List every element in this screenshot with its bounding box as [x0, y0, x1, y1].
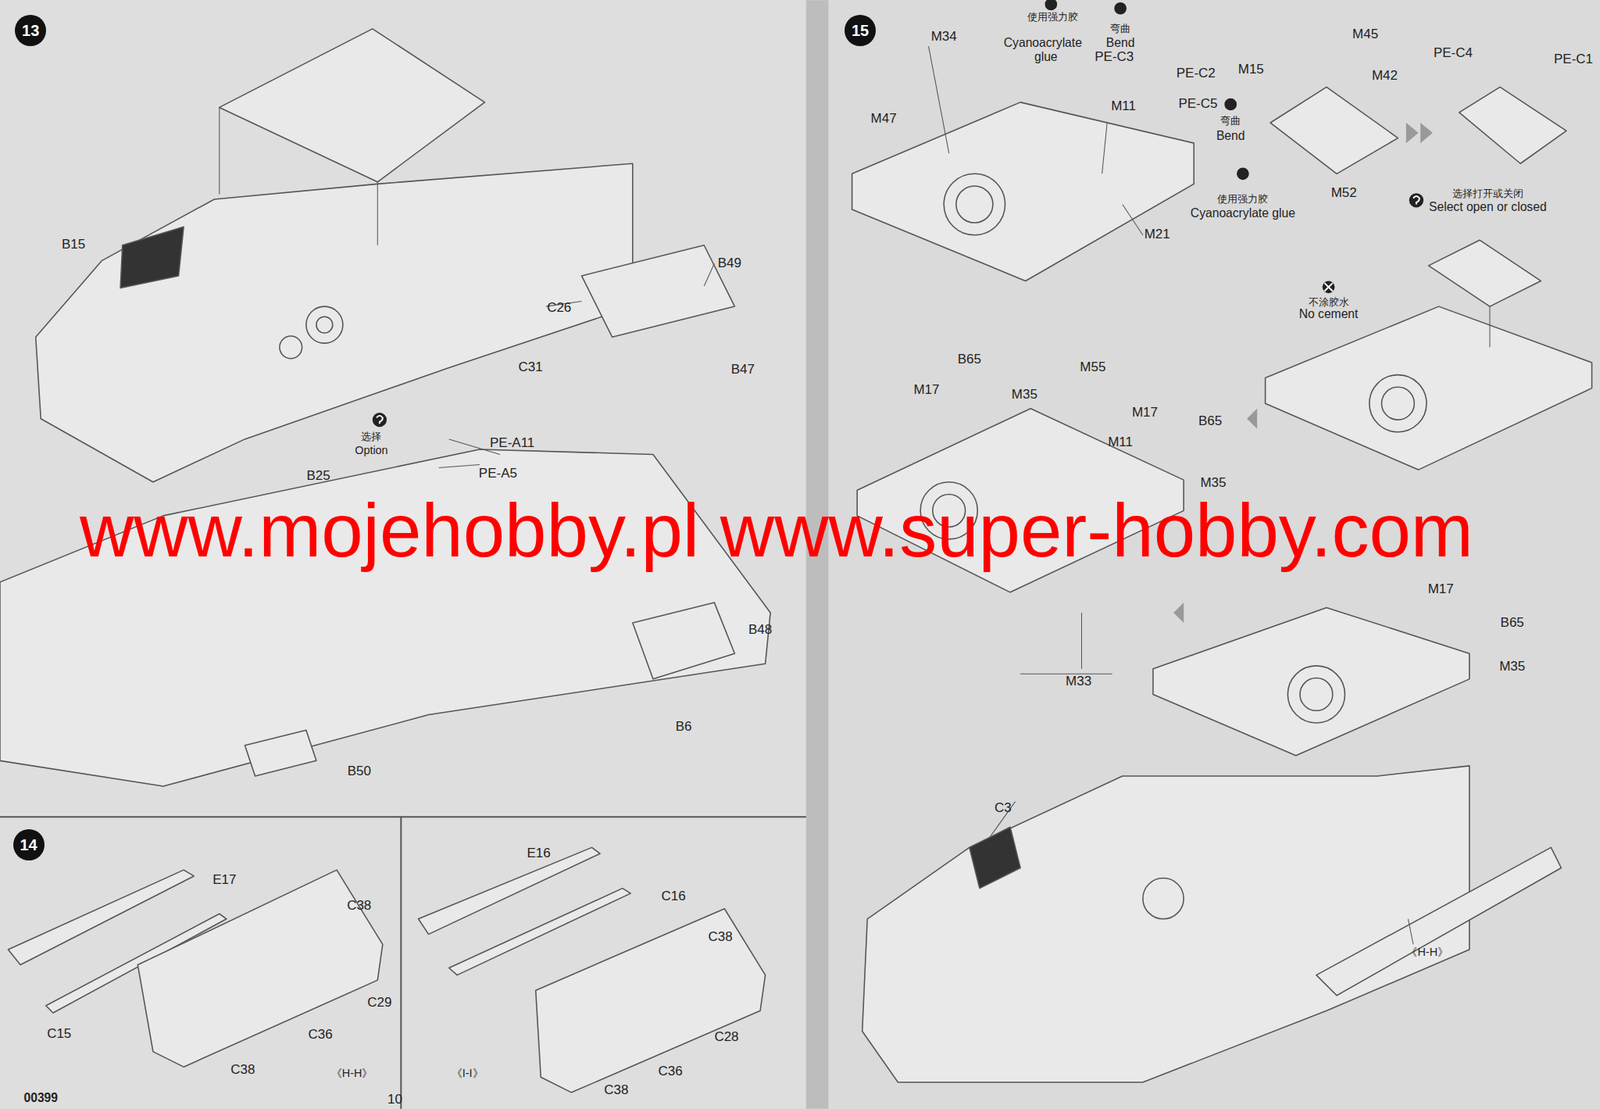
part-label: C16: [660, 888, 686, 904]
part-label: PE-C1: [1553, 51, 1593, 67]
part-label: M35: [1499, 659, 1525, 675]
step-number: 13: [14, 14, 47, 47]
part-label: 选择: [360, 431, 382, 443]
watermark: www.mojehobby.pl www.super-hobby.com: [79, 489, 1474, 572]
part-label: B15: [61, 237, 86, 253]
part-label: C3: [994, 800, 1012, 816]
part-label: Option: [354, 444, 388, 458]
part-label: No cement: [1299, 307, 1359, 322]
part-label: E16: [527, 846, 551, 861]
part-label: M17: [913, 382, 940, 398]
part-label: M17: [1428, 581, 1454, 597]
step-number-text: 15: [851, 21, 869, 40]
part-label: Bend: [1216, 128, 1246, 143]
part-label: M42: [1371, 67, 1398, 83]
part-label: 使用强力胶: [1027, 11, 1079, 23]
part-label: B25: [306, 467, 330, 483]
part-label: C31: [518, 360, 543, 375]
part-label: M52: [1331, 185, 1358, 201]
part-label: M11: [1110, 98, 1136, 114]
part-label: B49: [717, 256, 742, 272]
part-label: 10: [387, 1091, 403, 1107]
part-label: C38: [603, 1082, 629, 1098]
part-label: B47: [731, 361, 755, 377]
part-label: C28: [714, 1029, 739, 1045]
part-label: B50: [347, 764, 372, 779]
part-label: PE-C4: [1433, 46, 1473, 61]
step-number-text: 14: [19, 835, 37, 854]
part-label: glue: [1034, 50, 1058, 65]
part-label: C36: [658, 1064, 683, 1079]
part-label: C29: [367, 994, 392, 1010]
part-label: M17: [1132, 404, 1158, 420]
part-label: C36: [308, 1027, 333, 1043]
part-label: B65: [957, 351, 982, 367]
part-label: M55: [1079, 360, 1106, 375]
part-label: C15: [46, 1026, 72, 1042]
part-label: 《H-H》: [331, 1067, 374, 1080]
part-label: 不涂胶水: [1308, 296, 1350, 308]
part-label: PE-C5: [1178, 96, 1218, 112]
step-number: 15: [844, 14, 876, 47]
part-label: B6: [675, 719, 693, 735]
part-label: 《H-H》: [1406, 946, 1449, 959]
part-label: M15: [1238, 61, 1265, 77]
part-label: M35: [1011, 387, 1038, 403]
part-label: Cyanoacrylate: [1003, 35, 1083, 50]
part-label: PE-A5: [478, 466, 518, 482]
part-label: PE-C3: [1094, 50, 1134, 65]
part-label: C26: [546, 300, 572, 316]
part-label: M33: [1065, 674, 1092, 690]
part-label: 00399: [23, 1091, 58, 1105]
part-label: M45: [1352, 27, 1379, 43]
part-label: PE-C2: [1176, 66, 1216, 82]
part-label: B65: [1500, 614, 1525, 630]
part-label: B48: [748, 622, 772, 638]
part-label: Cyanoacrylate glue: [1190, 206, 1296, 220]
part-label: Bend: [1106, 35, 1136, 50]
part-label: E17: [212, 872, 236, 888]
part-label: B65: [1198, 414, 1222, 429]
part-label: C38: [708, 929, 733, 945]
part-label: C38: [346, 897, 372, 913]
part-label: 使用强力胶: [1217, 193, 1268, 205]
step-number-text: 13: [21, 21, 40, 40]
part-label: C38: [230, 1061, 255, 1077]
part-label: PE-A11: [489, 435, 535, 451]
part-label: 弯曲: [1220, 115, 1241, 127]
part-label: M47: [871, 110, 897, 126]
part-label: M35: [1200, 475, 1226, 490]
part-label: 《I-I》: [451, 1067, 484, 1080]
part-label: 选择打开或关闭: [1452, 188, 1524, 200]
step-number: 14: [13, 828, 45, 861]
part-label: 弯曲: [1110, 22, 1131, 34]
part-label: M34: [931, 29, 958, 45]
part-label: M21: [1144, 227, 1171, 243]
part-label: Select open or closed: [1428, 200, 1547, 215]
part-label: M11: [1107, 434, 1133, 450]
